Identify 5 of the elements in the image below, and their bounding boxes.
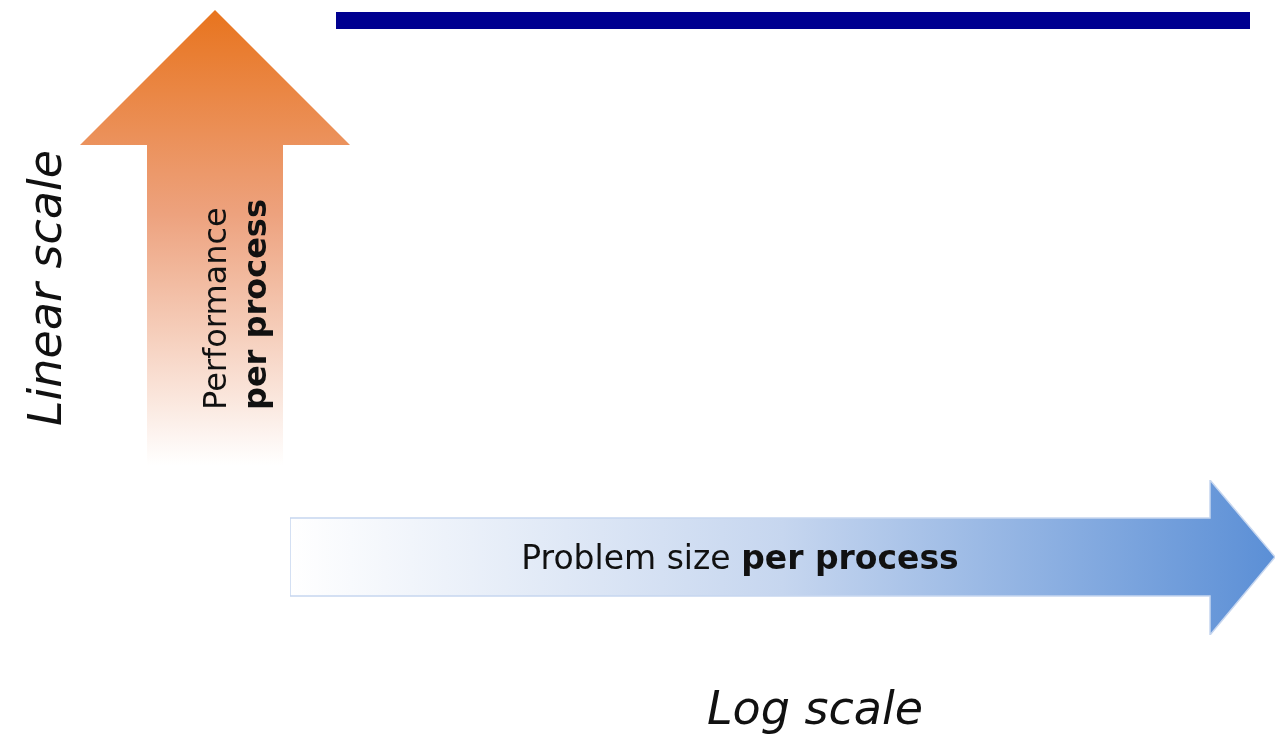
title-bar — [336, 12, 1250, 29]
axis-title: Log scale — [705, 680, 925, 736]
arrow-label: Problem size per process — [520, 538, 960, 578]
axis-title: Linear scale — [17, 148, 73, 429]
arrow-label: Performance per process — [195, 198, 275, 410]
